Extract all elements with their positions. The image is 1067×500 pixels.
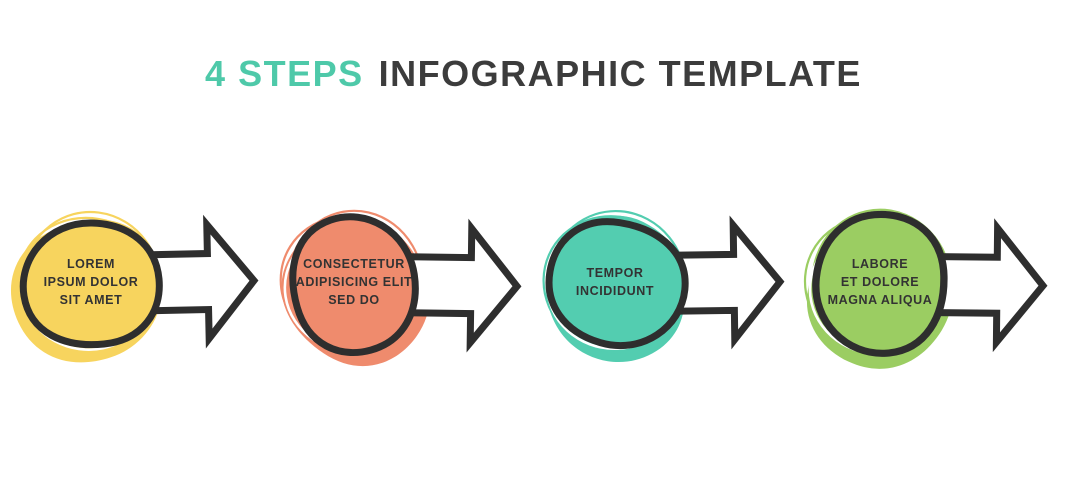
step-2-label-line: SED DO <box>328 293 380 307</box>
step-1: LOREM IPSUM DOLOR SIT AMET <box>0 199 259 384</box>
step-3-label-line: TEMPOR <box>586 266 643 280</box>
step-3: TEMPOR INCIDIDUNT <box>525 197 785 383</box>
step-4-label-line: MAGNA ALIQUA <box>828 293 933 307</box>
step-2-label-line: CONSECTETUR <box>303 257 405 271</box>
title-rest: INFOGRAPHIC TEMPLATE <box>378 53 862 94</box>
page-title: 4 STEPS INFOGRAPHIC TEMPLATE <box>0 56 1067 92</box>
page-header: 4 STEPS INFOGRAPHIC TEMPLATE <box>0 0 1067 92</box>
step-4-label-line: ET DOLORE <box>841 275 919 289</box>
step-4-label-line: LABORE <box>852 257 908 271</box>
step-4: LABORE ET DOLORE MAGNA ALIQUA <box>782 194 1048 395</box>
step-2-label-line: ADIPISICING ELIT <box>296 275 413 289</box>
step-2: CONSECTETUR ADIPISICING ELIT SED DO <box>254 191 522 393</box>
step-3-label-line: INCIDIDUNT <box>576 284 654 298</box>
step-1-label-line: LOREM <box>67 257 115 271</box>
step-1-label-line: SIT AMET <box>60 293 123 307</box>
title-accent: 4 STEPS <box>205 53 364 94</box>
step-1-label-line: IPSUM DOLOR <box>44 275 139 289</box>
